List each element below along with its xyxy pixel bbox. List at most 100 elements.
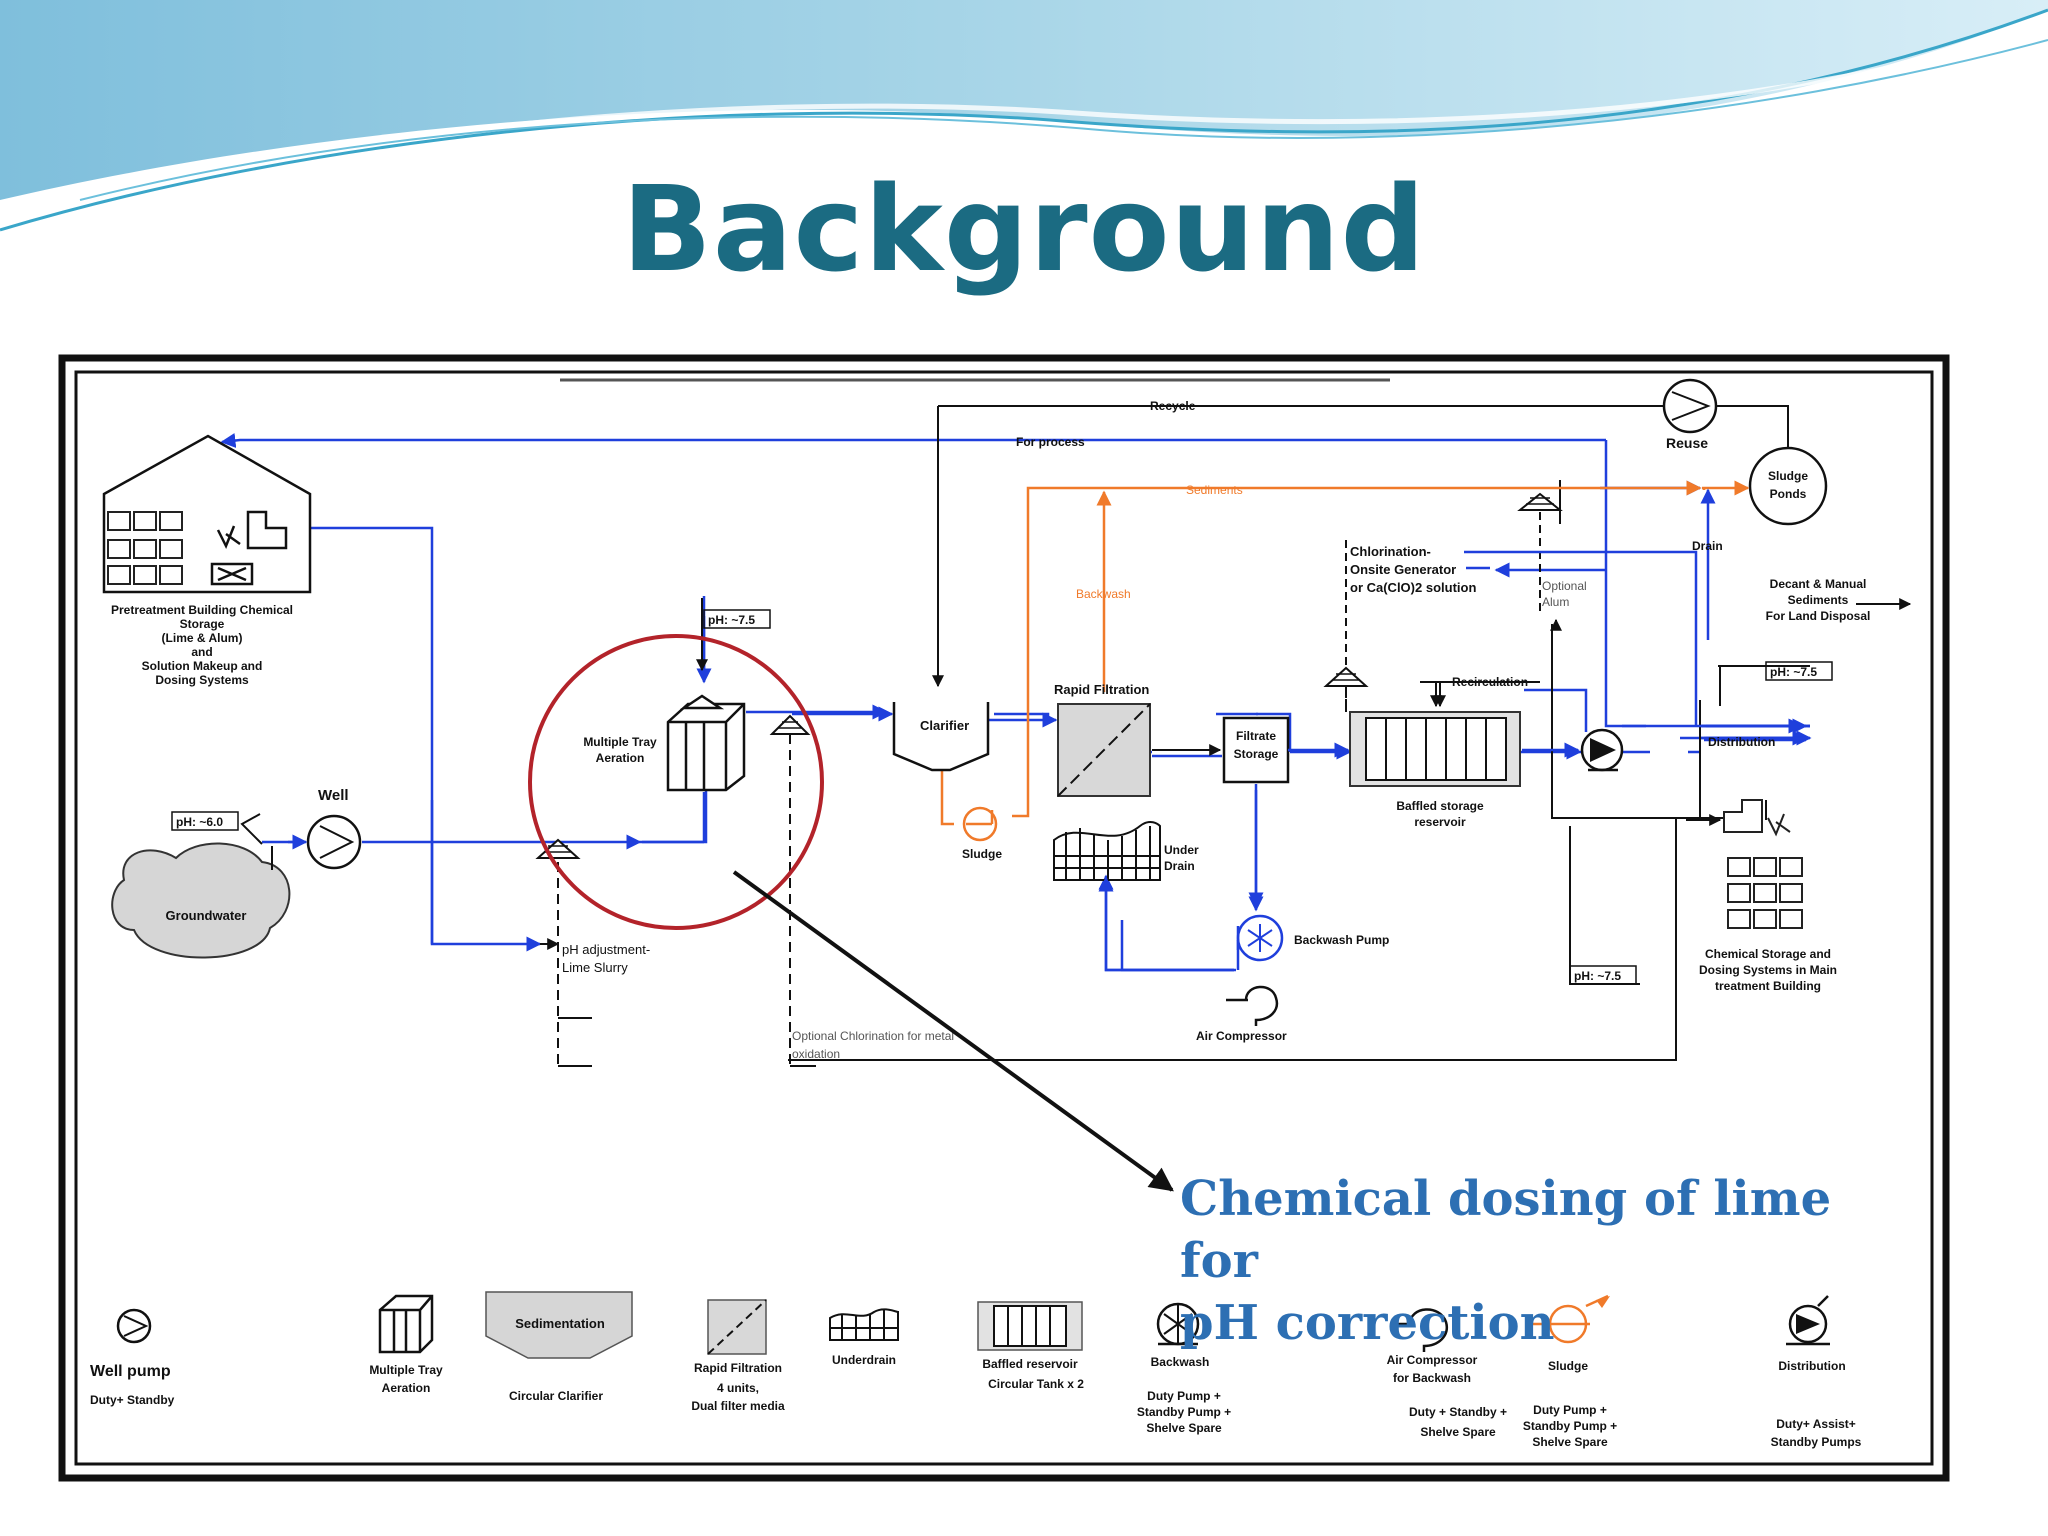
- svg-text:Optional Chlorination for meta: Optional Chlorination for metal: [792, 1029, 954, 1043]
- svg-text:Chlorination-: Chlorination-: [1350, 544, 1431, 559]
- legend-sludge-pump: Sludge Duty Pump + Standby Pump + Shelve…: [1523, 1294, 1617, 1449]
- svg-text:Circular Clarifier: Circular Clarifier: [509, 1389, 603, 1403]
- legend-well-pump: Well pump Duty+ Standby: [90, 1308, 175, 1407]
- chemical-storage-main: [1723, 799, 1803, 929]
- svg-text:Backwash: Backwash: [1151, 1355, 1210, 1369]
- svg-text:Recycle: Recycle: [1150, 399, 1196, 413]
- svg-text:Alum: Alum: [1542, 595, 1569, 609]
- svg-text:or Ca(ClO)2 solution: or Ca(ClO)2 solution: [1350, 580, 1476, 595]
- svg-text:Standby Pump +: Standby Pump +: [1523, 1419, 1617, 1433]
- svg-text:For process: For process: [1016, 435, 1085, 449]
- chlorination-label: Chlorination- Onsite Generator or Ca(ClO…: [1350, 544, 1476, 595]
- svg-text:Duty+ Standby: Duty+ Standby: [90, 1393, 175, 1407]
- svg-text:Duty Pump +: Duty Pump +: [1147, 1389, 1221, 1403]
- svg-text:Sludge: Sludge: [962, 847, 1002, 861]
- svg-text:pH: ~6.0: pH: ~6.0: [176, 815, 223, 829]
- multiple-tray-aeration: [666, 694, 746, 792]
- legend-distribution-pump: Distribution Duty+ Assist+ Standby Pumps: [1771, 1295, 1862, 1449]
- svg-text:Sediments: Sediments: [1186, 483, 1243, 497]
- highlight-circle: [528, 634, 824, 930]
- svg-text:Sludge: Sludge: [1768, 469, 1808, 483]
- svg-text:Distribution: Distribution: [1708, 735, 1775, 749]
- svg-text:Well: Well: [318, 787, 349, 804]
- svg-text:Underdrain: Underdrain: [832, 1353, 896, 1367]
- svg-text:Multiple Tray: Multiple Tray: [583, 735, 657, 749]
- svg-text:Pretreatment Building Chemical: Pretreatment Building Chemical: [111, 603, 293, 617]
- svg-text:Standby Pump +: Standby Pump +: [1137, 1405, 1231, 1419]
- svg-text:Storage: Storage: [1234, 747, 1279, 761]
- svg-text:4 units,: 4 units,: [717, 1381, 759, 1395]
- wave-header: [0, 0, 2048, 232]
- svg-text:Filtrate: Filtrate: [1236, 729, 1276, 743]
- decant-label: Decant & Manual Sediments For Land Dispo…: [1766, 577, 1871, 623]
- underdrain: Under Drain: [1053, 820, 1199, 881]
- svg-text:pH adjustment-: pH adjustment-: [562, 942, 650, 957]
- svg-text:Baffled storage: Baffled storage: [1396, 799, 1484, 813]
- svg-text:Circular Tank x 2: Circular Tank x 2: [988, 1377, 1084, 1391]
- svg-text:Ponds: Ponds: [1770, 487, 1807, 501]
- svg-text:Under: Under: [1164, 843, 1199, 857]
- sludge-pump: Sludge: [962, 806, 1002, 861]
- svg-text:Dosing Systems in Main: Dosing Systems in Main: [1699, 963, 1837, 977]
- svg-text:Sludge: Sludge: [1548, 1359, 1588, 1373]
- svg-text:Shelve Spare: Shelve Spare: [1532, 1435, 1608, 1449]
- legend-baffled: Baffled reservoir Circular Tank x 2: [977, 1301, 1084, 1391]
- legend: Well pump Duty+ Standby Multiple Tray Ae…: [90, 1291, 1862, 1449]
- svg-text:Standby Pumps: Standby Pumps: [1771, 1435, 1862, 1449]
- svg-text:Duty + Standby +: Duty + Standby +: [1409, 1405, 1507, 1419]
- svg-text:Storage: Storage: [180, 617, 225, 631]
- svg-text:Air Compressor: Air Compressor: [1387, 1353, 1478, 1367]
- svg-text:Baffled reservoir: Baffled reservoir: [982, 1357, 1078, 1371]
- callout-line-2: pH correction: [1180, 1295, 1555, 1351]
- baffled-storage-reservoir: Baffled storage reservoir: [1349, 711, 1521, 829]
- svg-text:Shelve Spare: Shelve Spare: [1420, 1425, 1496, 1439]
- svg-text:treatment Building: treatment Building: [1715, 979, 1821, 993]
- ph-adjust-dosing: pH adjustment- Lime Slurry: [535, 838, 650, 975]
- svg-text:(Lime & Alum): (Lime & Alum): [162, 631, 243, 645]
- chem-storage-label: Chemical Storage and Dosing Systems in M…: [1699, 947, 1837, 993]
- legend-rapid-filtration: Rapid Filtration 4 units, Dual filter me…: [691, 1299, 785, 1413]
- svg-text:Air Compressor: Air Compressor: [1196, 1029, 1287, 1043]
- legend-backwash-pump: Backwash Duty Pump + Standby Pump + Shel…: [1137, 1302, 1231, 1435]
- svg-text:for Backwash: for Backwash: [1393, 1371, 1471, 1385]
- distribution-pump: [1580, 728, 1624, 772]
- diagram-frame-inner: [74, 370, 1934, 1466]
- svg-text:Chemical Storage and: Chemical Storage and: [1705, 947, 1831, 961]
- rapid-filtration: Rapid Filtration: [1054, 682, 1151, 797]
- svg-text:Backwash: Backwash: [1076, 587, 1131, 601]
- svg-text:Clarifier: Clarifier: [920, 718, 969, 733]
- slide-title: Background: [621, 160, 1427, 298]
- svg-text:reservoir: reservoir: [1414, 815, 1466, 829]
- svg-text:Rapid Filtration: Rapid Filtration: [694, 1361, 782, 1375]
- sludge-lines: [940, 480, 1706, 826]
- diagram-frame-outer: [58, 354, 1950, 1482]
- well-pump: Well: [306, 787, 362, 870]
- sludge-ponds: Sludge Ponds: [1748, 446, 1828, 526]
- svg-text:and: and: [191, 645, 212, 659]
- air-compressor: Air Compressor: [1196, 985, 1287, 1043]
- svg-text:Sedimentation: Sedimentation: [515, 1316, 605, 1331]
- svg-text:Rapid Filtration: Rapid Filtration: [1054, 682, 1149, 697]
- svg-text:Backwash Pump: Backwash Pump: [1294, 933, 1389, 947]
- svg-text:Duty+ Assist+: Duty+ Assist+: [1776, 1417, 1856, 1431]
- svg-text:For Land Disposal: For Land Disposal: [1766, 609, 1871, 623]
- pretreatment-label: Pretreatment Building Chemical Storage (…: [111, 603, 293, 687]
- groundwater-cloud: Groundwater: [111, 842, 291, 959]
- svg-text:Multiple Tray: Multiple Tray: [369, 1363, 443, 1377]
- filtrate-storage: Filtrate Storage: [1222, 716, 1290, 784]
- svg-text:pH: ~7.5: pH: ~7.5: [1770, 665, 1817, 679]
- svg-text:pH: ~7.5: pH: ~7.5: [708, 613, 755, 627]
- callout-text: Chemical dosing of lime for pH correctio…: [1180, 1168, 1900, 1354]
- reuse-pump: Reuse: [1662, 378, 1718, 451]
- svg-text:Aeration: Aeration: [382, 1381, 431, 1395]
- optional-chlorination-label: Optional Chlorination for metal oxidatio…: [792, 1029, 954, 1061]
- svg-text:Distribution: Distribution: [1778, 1359, 1845, 1373]
- callout-line-1: Chemical dosing of lime for: [1180, 1171, 1832, 1289]
- pretreatment-building: [102, 434, 312, 594]
- svg-text:Aeration: Aeration: [596, 751, 645, 765]
- clarifier: Clarifier: [892, 702, 990, 772]
- legend-underdrain: Underdrain: [829, 1308, 899, 1367]
- svg-text:oxidation: oxidation: [792, 1047, 840, 1061]
